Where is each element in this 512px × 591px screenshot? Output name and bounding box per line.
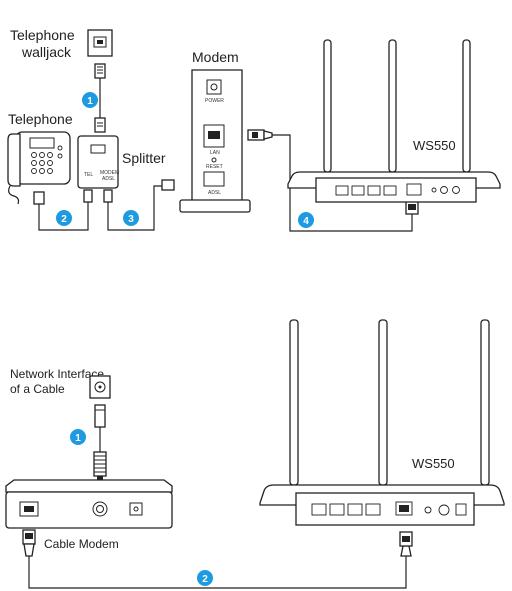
modem-label: Modem (192, 49, 239, 65)
network-interface-label-line2: of a Cable (10, 382, 65, 396)
router-label-top: WS550 (413, 138, 456, 153)
router-label-bottom: WS550 (412, 456, 455, 471)
walljack-label-line2: walljack (21, 44, 72, 60)
step-number: 4 (303, 216, 309, 227)
step-badge-top-2: 2 (56, 210, 72, 226)
step-number: 2 (61, 214, 67, 225)
cable-modem (5, 479, 173, 529)
step-badge-bottom-1: 1 (70, 429, 86, 445)
router-top (287, 39, 501, 203)
modem-port-adsl: ADSL (208, 190, 221, 196)
modem-adsl-connector (161, 179, 175, 191)
phone-cable-3 (107, 185, 164, 231)
splitter-port-tel: TEL (84, 172, 93, 178)
bottom-diagram: Network Interface of a Cable (5, 319, 505, 589)
router-bottom (259, 319, 505, 526)
modem-port-lan: LAN (210, 150, 220, 156)
ethernet-cable-top (247, 129, 419, 232)
step-number: 1 (87, 96, 93, 107)
step-badge-top-1: 1 (82, 92, 98, 108)
phone-cable-1 (94, 63, 106, 133)
step-badge-bottom-2: 2 (197, 570, 213, 586)
ethernet-cable-bottom (22, 529, 413, 589)
telephone (7, 131, 71, 205)
splitter: TEL MODEM ADSL (77, 135, 119, 203)
coax-cable (93, 404, 107, 480)
cable-modem-label: Cable Modem (44, 537, 119, 551)
splitter-port-modem: MODEM (100, 170, 119, 176)
modem-port-reset: RESET (206, 164, 223, 170)
network-interface-label-line1: Network Interface (10, 367, 104, 381)
step-number: 1 (75, 433, 81, 444)
step-badge-top-4: 4 (298, 212, 314, 228)
phone-cable-2 (38, 202, 89, 231)
telephone-walljack (87, 29, 113, 57)
cable-wall-outlet (89, 375, 111, 399)
step-badge-top-3: 3 (123, 210, 139, 226)
modem-port-power: POWER (205, 98, 224, 104)
splitter-port-adsl: ADSL (102, 176, 115, 182)
splitter-label: Splitter (122, 150, 166, 166)
top-diagram: Telephone walljack Telephone (7, 27, 501, 232)
walljack-label-line1: Telephone (10, 27, 75, 43)
step-number: 2 (202, 574, 208, 585)
step-number: 3 (128, 214, 134, 225)
modem: POWER LAN RESET ADSL (179, 69, 251, 213)
telephone-label: Telephone (8, 111, 73, 127)
